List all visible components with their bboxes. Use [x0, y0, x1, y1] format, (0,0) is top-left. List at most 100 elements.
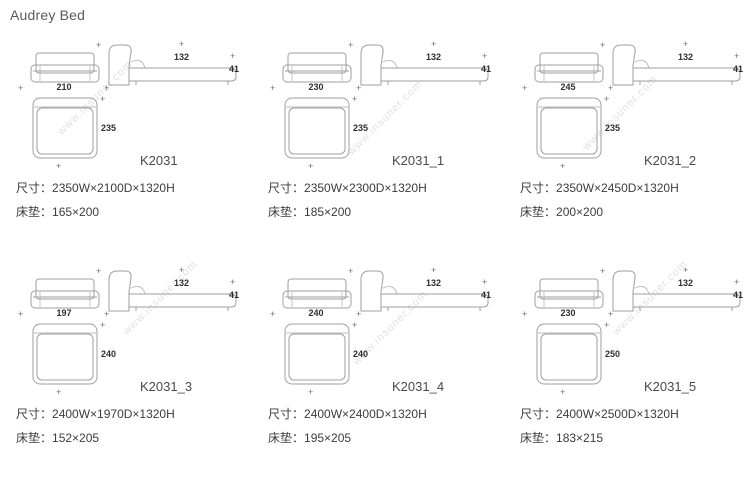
size-spec: 尺寸：2350W×2300D×1320H	[268, 179, 427, 196]
bed-top-view-drawing	[32, 323, 98, 385]
dim-foot-height: 41	[733, 290, 744, 300]
product-card: + + + + + + + 210 132 41 235 K2031 尺寸：23…	[12, 40, 252, 262]
dim-tick-icon: +	[431, 265, 437, 275]
bed-front-view-drawing	[30, 52, 100, 84]
bed-side-view-drawing	[610, 42, 745, 86]
mattress-spec-prefix: 床垫：	[520, 431, 557, 445]
mattress-spec-value: 152×205	[52, 431, 100, 445]
size-spec-value: 2350W×2450D×1320H	[556, 181, 679, 195]
dim-tick-icon: +	[104, 83, 110, 93]
size-spec-value: 2400W×2400D×1320H	[304, 407, 427, 421]
bed-top-view-drawing	[536, 323, 602, 385]
dim-tick-icon: +	[179, 39, 185, 49]
mattress-spec: 床垫：152×205	[16, 429, 99, 446]
mattress-spec-value: 200×200	[556, 205, 604, 219]
dim-tick-icon: +	[308, 387, 314, 397]
mattress-spec: 床垫：183×215	[520, 429, 603, 446]
bed-top-view-drawing	[284, 323, 350, 385]
model-label: K2031_4	[392, 379, 445, 394]
dim-tick-icon: +	[522, 309, 528, 319]
size-spec-value: 2400W×2500D×1320H	[556, 407, 679, 421]
dim-tick-icon: +	[608, 309, 614, 319]
size-spec-prefix: 尺寸：	[520, 181, 557, 195]
dim-tick-icon: +	[18, 309, 24, 319]
dim-tick-icon: +	[352, 94, 358, 104]
dim-tick-icon: +	[734, 51, 740, 61]
dim-foot-height: 41	[481, 64, 492, 74]
dim-tick-icon: +	[600, 266, 606, 276]
dim-top-depth: 240	[353, 349, 369, 359]
dim-tick-icon: +	[608, 83, 614, 93]
dim-front-width: 240	[308, 308, 324, 318]
product-card: + + + + + + + 230 132 41 235 K2031_1 尺寸：…	[264, 40, 504, 262]
dim-side-height: 132	[174, 278, 190, 288]
mattress-spec: 床垫：185×200	[268, 203, 351, 220]
model-label: K2031_2	[644, 153, 697, 168]
mattress-spec-prefix: 床垫：	[268, 431, 305, 445]
bed-side-view-drawing	[106, 42, 241, 86]
dim-tick-icon: +	[356, 83, 362, 93]
size-spec-prefix: 尺寸：	[16, 407, 53, 421]
model-label: K2031_3	[140, 379, 193, 394]
dim-tick-icon: +	[348, 266, 354, 276]
dim-tick-icon: +	[100, 94, 106, 104]
dim-tick-icon: +	[100, 320, 106, 330]
dim-tick-icon: +	[560, 387, 566, 397]
size-spec-value: 2400W×1970D×1320H	[52, 407, 175, 421]
product-card: + + + + + + + 197 132 41 240 K2031_3 尺寸：…	[12, 266, 252, 488]
dim-tick-icon: +	[179, 265, 185, 275]
size-spec-prefix: 尺寸：	[268, 407, 305, 421]
bed-front-view-drawing	[30, 278, 100, 310]
dim-tick-icon: +	[683, 265, 689, 275]
dim-foot-height: 41	[229, 64, 240, 74]
mattress-spec: 床垫：165×200	[16, 203, 99, 220]
size-spec: 尺寸：2400W×1970D×1320H	[16, 405, 175, 422]
dim-tick-icon: +	[356, 309, 362, 319]
dim-tick-icon: +	[230, 277, 236, 287]
model-label: K2031_5	[644, 379, 697, 394]
bed-front-view-drawing	[282, 52, 352, 84]
bed-front-view-drawing	[534, 52, 604, 84]
bed-top-view-drawing	[284, 97, 350, 159]
dim-top-depth: 250	[605, 349, 621, 359]
mattress-spec-prefix: 床垫：	[520, 205, 557, 219]
dim-tick-icon: +	[96, 40, 102, 50]
dim-side-height: 132	[678, 278, 694, 288]
dim-front-width: 245	[560, 82, 576, 92]
bed-side-view-drawing	[610, 268, 745, 312]
product-card: + + + + + + + 230 132 41 250 K2031_5 尺寸：…	[516, 266, 750, 488]
mattress-spec-prefix: 床垫：	[268, 205, 305, 219]
size-spec-prefix: 尺寸：	[268, 181, 305, 195]
bed-side-view-drawing	[106, 268, 241, 312]
dim-tick-icon: +	[352, 320, 358, 330]
mattress-spec-prefix: 床垫：	[16, 205, 53, 219]
dim-tick-icon: +	[683, 39, 689, 49]
bed-front-view-drawing	[534, 278, 604, 310]
dim-front-width: 210	[56, 82, 72, 92]
model-label: K2031	[140, 153, 178, 168]
size-spec: 尺寸：2350W×2450D×1320H	[520, 179, 679, 196]
dim-tick-icon: +	[230, 51, 236, 61]
dim-tick-icon: +	[482, 277, 488, 287]
bed-side-view-drawing	[358, 268, 493, 312]
mattress-spec: 床垫：195×205	[268, 429, 351, 446]
size-spec-value: 2350W×2100D×1320H	[52, 181, 175, 195]
mattress-spec-value: 185×200	[304, 205, 352, 219]
mattress-spec-prefix: 床垫：	[16, 431, 53, 445]
dim-tick-icon: +	[18, 83, 24, 93]
dim-front-width: 230	[308, 82, 324, 92]
dim-tick-icon: +	[270, 309, 276, 319]
size-spec: 尺寸：2350W×2100D×1320H	[16, 179, 175, 196]
dim-foot-height: 41	[481, 290, 492, 300]
dim-tick-icon: +	[482, 51, 488, 61]
dim-tick-icon: +	[96, 266, 102, 276]
model-label: K2031_1	[392, 153, 445, 168]
size-spec-prefix: 尺寸：	[16, 181, 53, 195]
size-spec-prefix: 尺寸：	[520, 407, 557, 421]
dim-tick-icon: +	[348, 40, 354, 50]
dim-top-depth: 235	[605, 123, 621, 133]
bed-top-view-drawing	[536, 97, 602, 159]
dim-top-depth: 240	[101, 349, 117, 359]
dim-side-height: 132	[174, 52, 190, 62]
page-title: Audrey Bed	[10, 7, 86, 23]
